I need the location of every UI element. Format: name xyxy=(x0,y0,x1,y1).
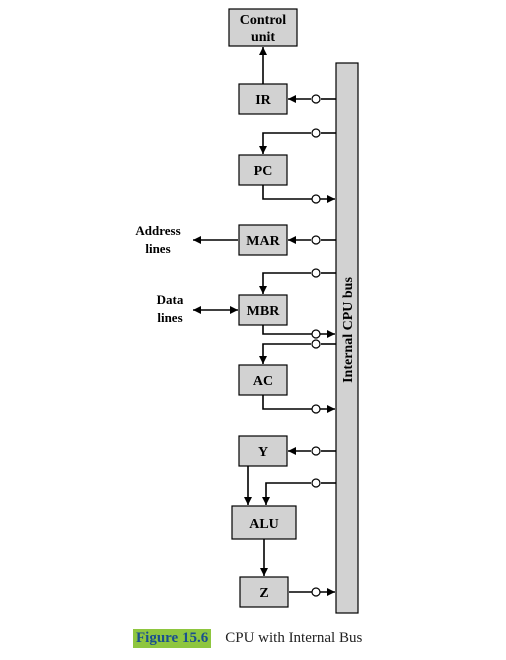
alu-box: ALU xyxy=(231,505,297,540)
pc-register: PC xyxy=(238,154,288,186)
internal-cpu-bus: Internal CPU bus xyxy=(335,62,359,614)
control-unit-label-2: unit xyxy=(251,30,275,45)
bus-to-pc-arrow xyxy=(259,132,311,154)
bus-to-alu-arrow xyxy=(262,482,311,505)
figure-title: CPU with Internal Bus xyxy=(225,629,363,646)
ir-register: IR xyxy=(238,83,288,115)
mbr-register: MBR xyxy=(238,294,288,326)
bus-label: Internal CPU bus xyxy=(341,277,356,383)
alu-in-gate xyxy=(311,478,321,488)
ac-to-bus-arrow xyxy=(262,395,335,413)
ac-out-gate xyxy=(311,404,321,414)
mbr-to-bus-arrow xyxy=(262,325,335,338)
control-unit-label-1: Control xyxy=(240,13,287,28)
mbr-label: MBR xyxy=(247,304,281,319)
figure-caption: Figure 15.6 CPU with Internal Bus xyxy=(133,627,362,649)
bus-to-mbr-arrow xyxy=(259,272,311,294)
pc-out-gate xyxy=(311,194,321,204)
address-lines-label-2: lines xyxy=(145,241,170,256)
y-register: Y xyxy=(238,435,288,467)
control-unit-box: Control unit xyxy=(228,8,298,47)
z-out-gate xyxy=(311,587,321,597)
mar-register: MAR xyxy=(238,224,288,256)
z-label: Z xyxy=(259,586,268,601)
ac-register: AC xyxy=(238,364,288,396)
pc-to-bus-arrow xyxy=(262,185,335,203)
pc-label: PC xyxy=(254,164,273,179)
mar-in-gate xyxy=(311,235,321,245)
y-label: Y xyxy=(258,445,268,460)
ir-in-gate xyxy=(311,94,321,104)
mar-label: MAR xyxy=(246,234,280,249)
z-register: Z xyxy=(239,576,289,608)
mbr-in-gate xyxy=(311,268,321,278)
address-lines-label-1: Address xyxy=(135,223,180,238)
bus-to-ac-arrow xyxy=(259,343,311,364)
pc-in-gate xyxy=(311,128,321,138)
data-lines-label-1: Data xyxy=(157,292,184,307)
figure-number: Figure 15.6 xyxy=(133,628,212,648)
ac-in-gate xyxy=(311,339,321,349)
alu-label: ALU xyxy=(249,517,279,532)
y-in-gate xyxy=(311,446,321,456)
ac-label: AC xyxy=(253,374,273,389)
mbr-out-gate xyxy=(311,329,321,339)
data-lines-label-2: lines xyxy=(157,310,182,325)
ir-label: IR xyxy=(255,93,271,108)
